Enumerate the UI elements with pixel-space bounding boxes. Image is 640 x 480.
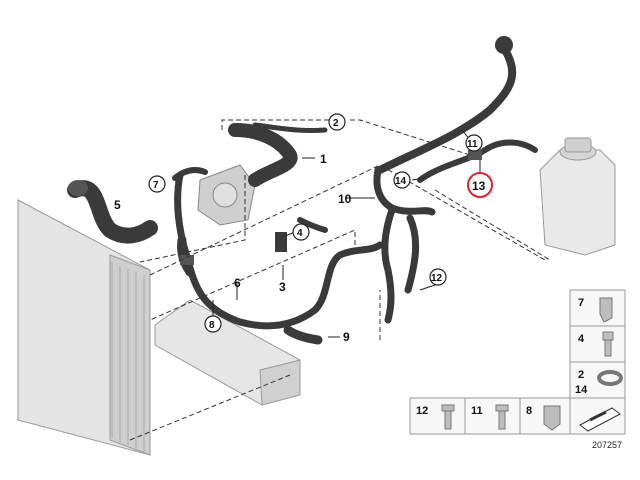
callout-7: 7 (148, 175, 166, 193)
label-3: 3 (279, 280, 286, 294)
label-14: 14 (395, 176, 407, 187)
label-13: 13 (472, 179, 486, 193)
callout-1: 1 (320, 152, 327, 166)
radiator-bracket (154, 299, 301, 406)
label-1: 1 (320, 152, 327, 166)
diagram-id: 207257 (592, 440, 622, 450)
callout-12: 12 (429, 268, 447, 286)
panel-label-11: 11 (471, 405, 483, 417)
parts-panel: 7 4 2 14 12 11 8 (409, 289, 626, 435)
label-11: 11 (467, 139, 478, 150)
hoses (67, 36, 538, 345)
callout-3: 3 (279, 280, 286, 294)
radiator (17, 199, 151, 456)
thermostat-housing (197, 164, 256, 226)
callout-11: 11 (465, 134, 483, 152)
expansion-tank (539, 137, 616, 256)
label-9: 9 (343, 330, 350, 344)
label-8: 8 (209, 320, 215, 331)
callout-10: 10 (338, 192, 352, 206)
callout-6: 6 (234, 276, 241, 290)
panel-label-4: 4 (578, 333, 585, 345)
label-5: 5 (114, 198, 121, 212)
label-7: 7 (153, 180, 159, 191)
callout-4: 4 (292, 223, 310, 241)
callout-9: 9 (343, 330, 350, 344)
label-12: 12 (431, 273, 443, 284)
panel-label-8: 8 (526, 405, 532, 417)
dashed-lines (129, 119, 551, 441)
callout-2: 2 (328, 113, 346, 131)
label-10: 10 (338, 192, 352, 206)
callout-13-highlighted: 13 (467, 172, 493, 198)
callout-8: 8 (204, 315, 222, 333)
callout-14: 14 (393, 171, 411, 189)
label-4: 4 (297, 228, 303, 239)
panel-label-14: 14 (575, 384, 588, 396)
panel-label-12: 12 (416, 405, 428, 417)
small-parts (180, 150, 482, 265)
panel-label-7: 7 (578, 297, 584, 309)
panel-label-2: 2 (578, 369, 584, 381)
label-6: 6 (234, 276, 241, 290)
callout-5: 5 (114, 198, 121, 212)
label-2: 2 (333, 118, 339, 129)
